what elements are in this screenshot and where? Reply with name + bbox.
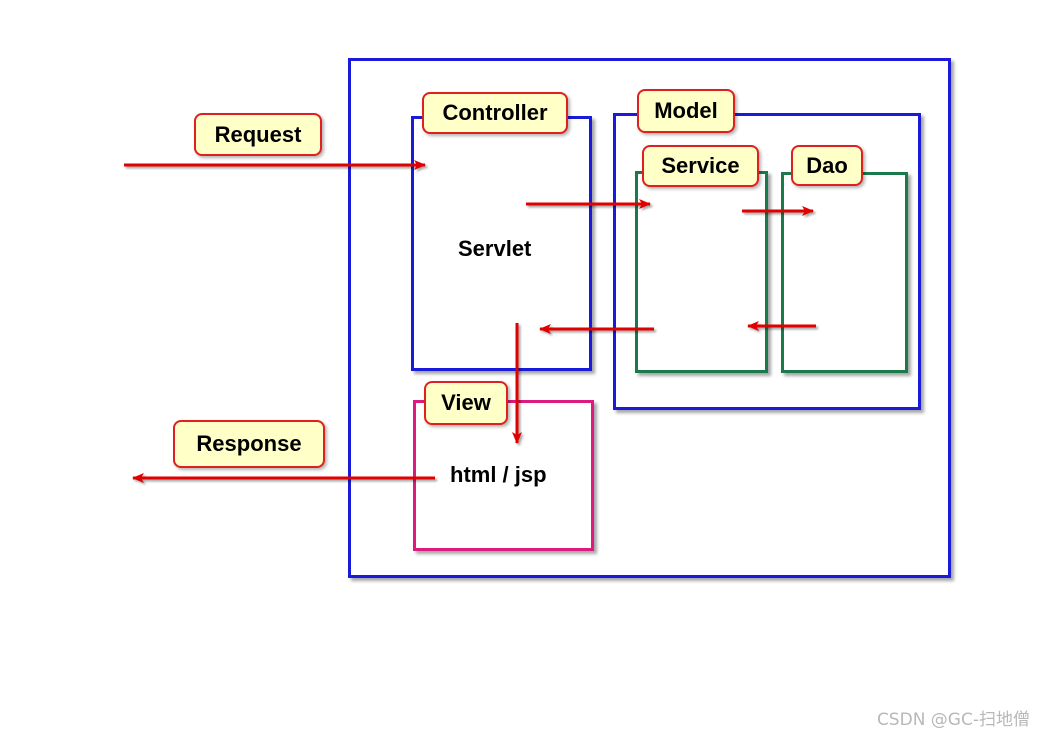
dao-label: Dao — [791, 145, 863, 186]
app-container-box — [348, 58, 951, 578]
controller-label: Controller — [422, 92, 568, 134]
request-label: Request — [194, 113, 322, 156]
response-label: Response — [173, 420, 325, 468]
html-jsp-text: html / jsp — [450, 462, 547, 487]
model-label: Model — [637, 89, 735, 133]
view-label: View — [424, 381, 508, 425]
service-label: Service — [642, 145, 759, 187]
model-box — [613, 113, 921, 410]
watermark-text: CSDN @GC-扫地僧 — [876, 710, 1030, 730]
servlet-text: Servlet — [458, 236, 532, 261]
